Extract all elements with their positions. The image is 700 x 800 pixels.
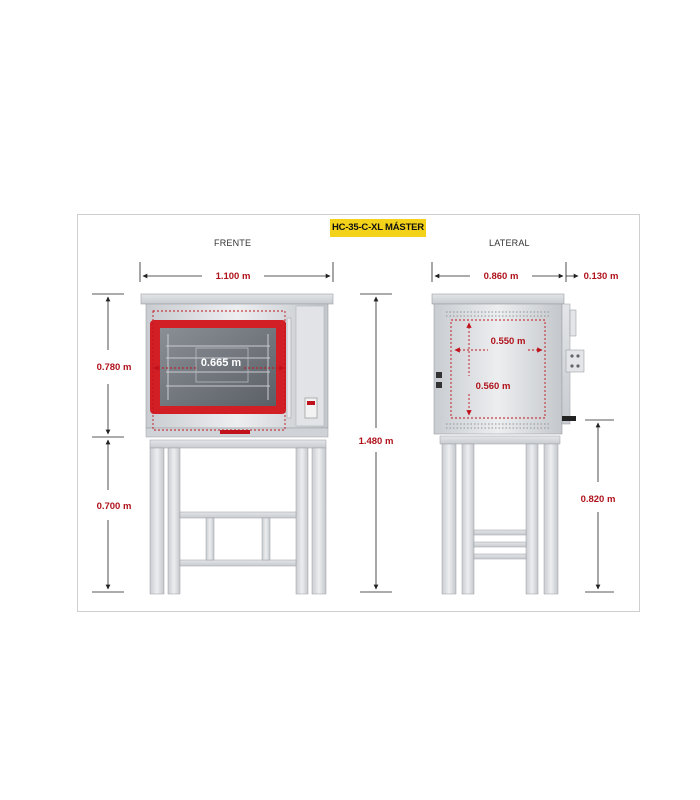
side-extra-label: 0.130 m xyxy=(584,271,619,282)
side-view-label: LATERAL xyxy=(489,238,530,248)
drawing-frame xyxy=(77,214,640,612)
front-oven xyxy=(140,293,334,438)
side-depth-label: 0.860 m xyxy=(484,271,519,282)
oven-height-label: 0.780 m xyxy=(97,362,132,373)
side-oven xyxy=(431,293,585,435)
total-height-label: 1.480 m xyxy=(359,436,394,447)
front-stand xyxy=(149,439,327,595)
floor-to-door-label: 0.820 m xyxy=(581,494,616,505)
chamber-depth-label: 0.550 m xyxy=(491,336,526,347)
chamber-height-label: 0.560 m xyxy=(476,381,511,392)
model-title-badge: HC-35-C-XL MÁSTER xyxy=(330,219,426,237)
front-width-label: 1.100 m xyxy=(216,271,251,282)
stand-height-label: 0.700 m xyxy=(97,501,132,512)
front-view-label: FRENTE xyxy=(214,238,252,248)
side-stand xyxy=(439,435,561,595)
chamber-width-label: 0.665 m xyxy=(201,357,242,369)
oven-window xyxy=(160,328,276,406)
